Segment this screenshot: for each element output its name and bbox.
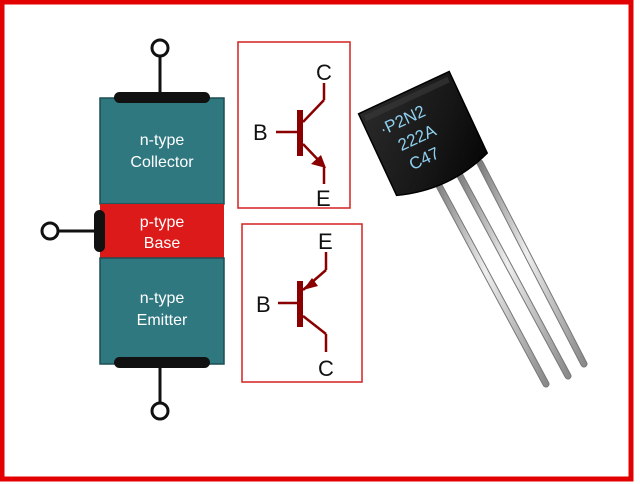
collector-layer [99,97,225,205]
pnp-emitter-arrow [303,278,318,290]
to92-transistor-photo: ·P2N2 222A C47 [357,70,588,388]
pnp-base-label: B [256,292,271,317]
collector-terminal [150,38,170,58]
leg-left [433,177,549,387]
npn-emitter-label: E [316,186,331,211]
emitter-layer [99,257,225,365]
leg-middle [455,169,571,379]
transistor-legs [432,159,588,388]
base-layer [100,204,224,258]
transistor-body: ·P2N2 222A C47 [357,70,489,197]
emitter-layer-type: n-type [140,290,185,307]
pnp-collector-diag [302,315,327,335]
emitter-terminal [150,401,170,421]
base-contact [94,210,105,252]
npn-panel-border [237,41,351,209]
npn-collector-label: C [316,60,332,85]
npn-base-label: B [253,120,268,145]
npn-collector-diag [302,99,325,123]
body-highlight [363,76,450,122]
emitter-layer-name: Emitter [137,312,188,329]
base-layer-type: p-type [140,214,185,231]
body-case [357,70,489,197]
collector-layer-name: Collector [130,154,194,171]
collector-contact [114,92,210,103]
base-layer-name: Base [144,235,181,252]
npn-base-bar [297,110,303,156]
leg-right [477,160,587,367]
pnp-emitter-label: E [318,229,333,254]
pnp-base-bar [297,281,303,327]
emitter-contact [114,357,210,368]
base-terminal [40,221,60,241]
npn-symbol-panel: C B E [237,41,351,211]
collector-layer-type: n-type [140,132,185,149]
transistor-layer-diagram: n-type Collector p-type Base n-type Emit… [40,38,225,421]
pnp-collector-label: C [318,356,334,381]
npn-emitter-arrow [311,155,326,168]
pnp-symbol-panel: E B C [241,223,363,383]
